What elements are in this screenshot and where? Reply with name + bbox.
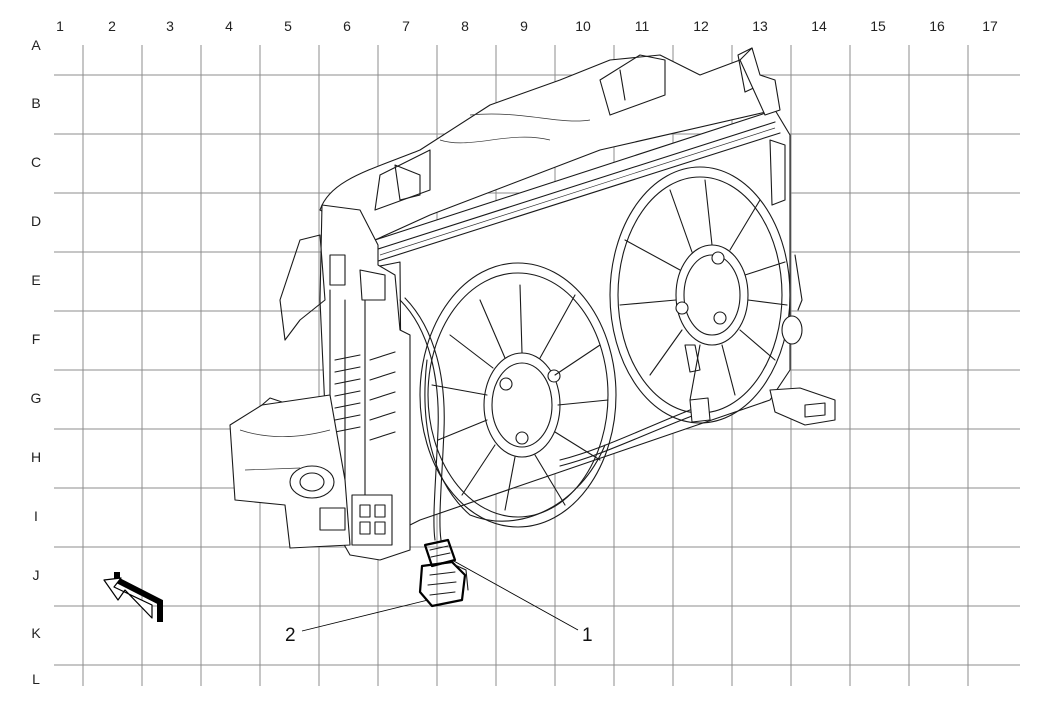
column-label: 10 [575,18,591,34]
column-label: 16 [929,18,945,34]
column-label: 1 [56,18,64,34]
callout-label-1: 1 [582,625,593,646]
row-label: D [31,213,41,229]
column-ruler: 1 2 3 4 5 6 7 8 9 10 11 12 13 14 15 16 1… [56,18,998,34]
row-label: L [32,671,40,687]
lower-left-deflector [229,394,351,549]
right-mount-bracket [739,47,836,426]
column-label: 17 [982,18,998,34]
column-label: 15 [870,18,886,34]
column-label: 3 [166,18,174,34]
row-label: C [31,154,41,170]
radiator-fan-assembly-illustration [229,47,836,608]
column-label: 14 [811,18,827,34]
row-label: F [32,331,41,347]
row-ruler: A B C D E F G H I J K L [31,37,42,687]
column-label: 12 [693,18,709,34]
row-label: A [31,37,41,53]
row-label: I [34,508,38,524]
row-label: J [33,567,40,583]
callout-2-connector [418,560,469,608]
column-label: 6 [343,18,351,34]
column-label: 8 [461,18,469,34]
callout-1-connector [423,538,457,568]
front-direction-arrow-icon [103,572,163,622]
callout-label-2: 2 [285,625,296,646]
column-label: 2 [108,18,116,34]
column-label: 13 [752,18,768,34]
row-label: G [31,390,42,406]
right-cooling-fan [609,166,791,424]
row-label: B [31,95,40,111]
callout-leaders [301,559,579,632]
column-label: 9 [520,18,528,34]
row-label: H [31,449,41,465]
column-label: 4 [225,18,233,34]
row-label: E [31,272,40,288]
column-label: 11 [635,18,650,34]
column-label: 7 [402,18,410,34]
wiring-harness [399,297,711,541]
column-label: 5 [284,18,292,34]
left-cooling-fan [419,262,617,528]
row-label: K [31,625,41,641]
